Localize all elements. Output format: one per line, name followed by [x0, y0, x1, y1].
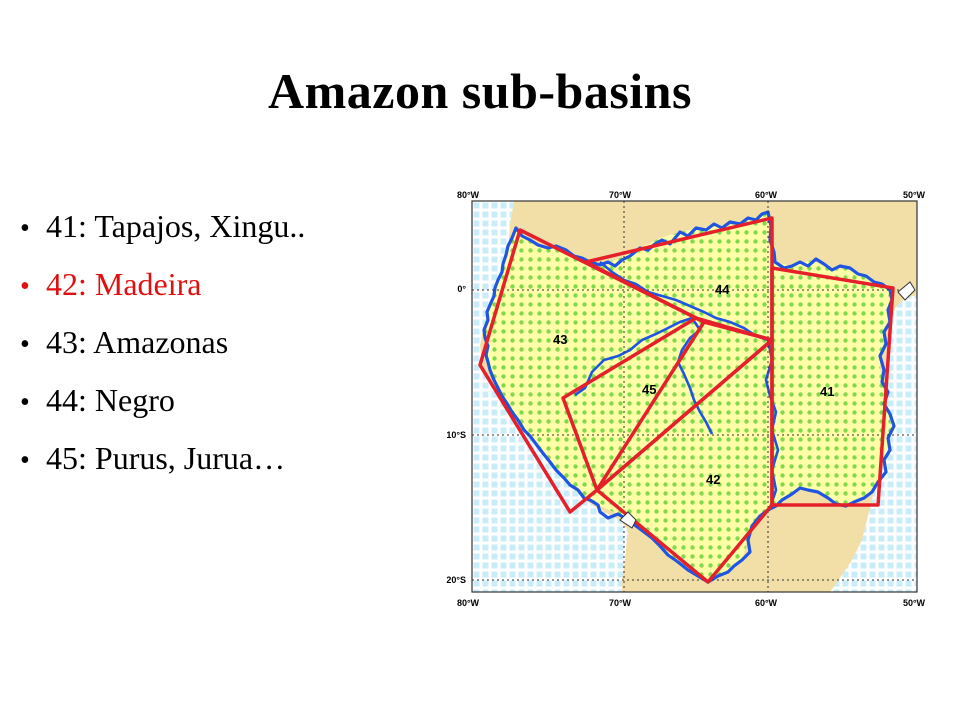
lat-tick-0: 0°: [457, 284, 466, 294]
basin-label-45: 45: [642, 382, 656, 397]
basin-boundary-line: [482, 210, 896, 584]
bullet-item-41: • 41: Tapajos, Xingu..: [20, 208, 305, 266]
bullet-dot-icon: •: [20, 445, 30, 476]
map-frame: [471, 200, 918, 593]
bullet-text-45: 45: Purus, Jurua…: [46, 440, 286, 476]
lon-tick-bottom-50w: 50°W: [903, 598, 926, 608]
lon-tick-top-60w: 60°W: [755, 190, 778, 200]
lon-tick-bottom-80w: 80°W: [457, 598, 480, 608]
coast-detail: [897, 281, 916, 301]
basin-label-43: 43: [553, 332, 567, 347]
bullet-dot-icon: •: [20, 271, 30, 302]
lon-tick-bottom-70w: 70°W: [609, 598, 632, 608]
bullet-item-43: • 43: Amazonas: [20, 324, 305, 382]
lon-tick-top-50w: 50°W: [903, 190, 926, 200]
amazon-basin-area: [484, 212, 892, 582]
bullet-dot-icon: •: [20, 387, 30, 418]
coast-detail: [619, 511, 637, 529]
box-basin-42: [595, 338, 774, 584]
bullet-text-43: 43: Amazonas: [46, 324, 229, 360]
slide-title: Amazon sub-basins: [268, 63, 692, 119]
basin-label-41: 41: [820, 384, 834, 399]
amazon-basin-map: 44 43 45 41 42 80°W 70°W 60°W 50°W 80°W …: [436, 186, 944, 614]
bullet-item-44: • 44: Negro: [20, 382, 305, 440]
basin-label-42: 42: [706, 472, 720, 487]
lat-tick-10s: 10°S: [446, 430, 466, 440]
bullet-dot-icon: •: [20, 213, 30, 244]
bullet-text-44: 44: Negro: [46, 382, 175, 418]
bullet-text-41: 41: Tapajos, Xingu..: [46, 208, 306, 244]
map-svg: 44 43 45 41 42 80°W 70°W 60°W 50°W 80°W …: [446, 190, 926, 608]
lon-tick-top-80w: 80°W: [457, 190, 480, 200]
sub-basin-boxes: [478, 216, 895, 584]
lon-tick-top-70w: 70°W: [609, 190, 632, 200]
bullet-item-45: • 45: Purus, Jurua…: [20, 440, 305, 498]
basin-bullet-list: • 41: Tapajos, Xingu.. • 42: Madeira • 4…: [20, 208, 305, 498]
box-basin-43: [478, 228, 706, 514]
graticule: [472, 201, 917, 592]
basin-label-44: 44: [715, 282, 730, 297]
bullet-item-42: • 42: Madeira: [20, 266, 305, 324]
lon-tick-bottom-60w: 60°W: [755, 598, 778, 608]
sub-basin-boundary-line: [599, 261, 780, 509]
bullet-dot-icon: •: [20, 329, 30, 360]
lat-tick-20s: 20°S: [446, 575, 466, 585]
sub-basin-boundary-line: [574, 316, 714, 435]
bullet-text-42: 42: Madeira: [46, 266, 202, 302]
